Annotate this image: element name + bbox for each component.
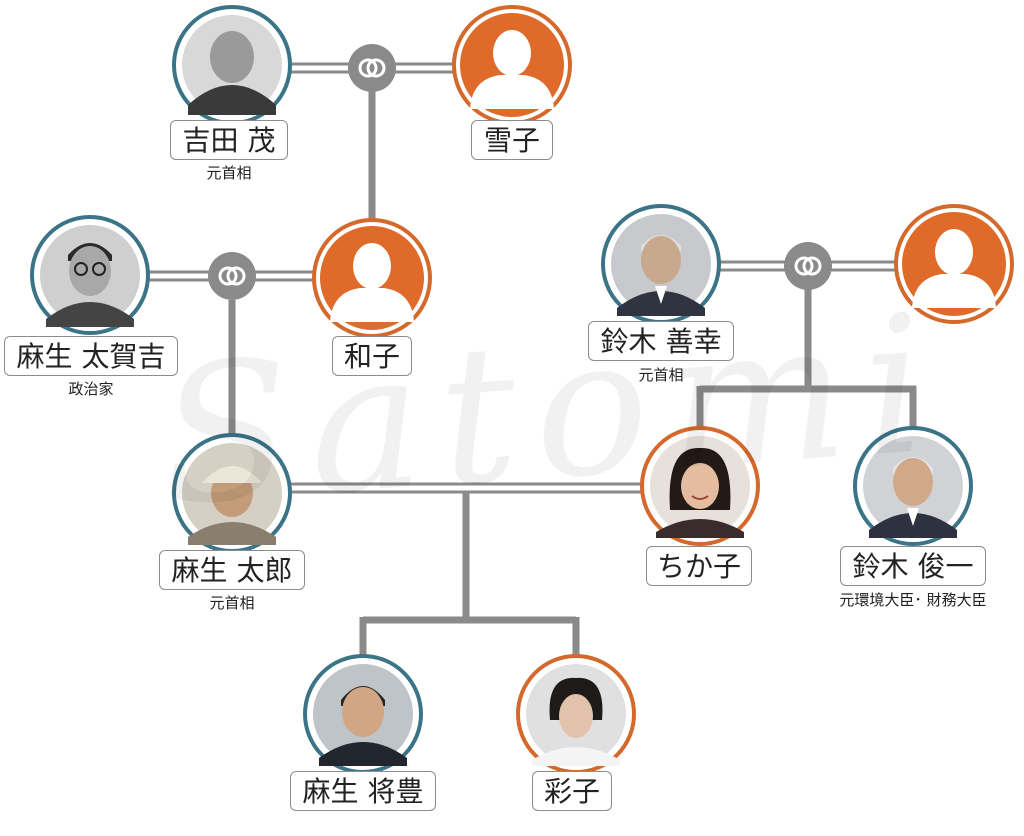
name-chikako: ちか子 bbox=[646, 546, 752, 586]
caption-aso-takakichi: 政治家 bbox=[68, 380, 114, 398]
portrait-aso-shoho bbox=[303, 654, 423, 774]
marriage-line-taro-chikako bbox=[288, 482, 645, 494]
elderly-man-icon bbox=[188, 31, 276, 115]
marriage-node-aso bbox=[208, 252, 256, 300]
name-yukiko: 雪子 bbox=[471, 120, 553, 160]
caption-suzuki-zenko: 元首相 bbox=[638, 366, 684, 384]
portrait-ayako bbox=[516, 654, 636, 774]
portrait-suzuki-zenko bbox=[601, 204, 721, 324]
female-silhouette-icon bbox=[470, 30, 554, 109]
portrait-aso-taro bbox=[172, 433, 292, 553]
young-man-icon bbox=[319, 686, 407, 766]
name-kazuko: 和子 bbox=[332, 336, 412, 376]
portrait-yukiko bbox=[452, 5, 572, 125]
name-suzuki-zenko: 鈴木 善幸 bbox=[588, 321, 734, 361]
caption-suzuki-shunichi: 元環境大臣･ 財務大臣 bbox=[839, 591, 987, 609]
portrait-yoshida bbox=[172, 5, 292, 125]
name-aso-taro: 麻生 太郎 bbox=[159, 550, 305, 590]
name-suzuki-shunichi: 鈴木 俊一 bbox=[840, 546, 986, 586]
portrait-suzuki-wife bbox=[894, 204, 1014, 324]
man-in-cap-icon bbox=[188, 466, 276, 545]
name-yoshida: 吉田 茂 bbox=[170, 120, 288, 160]
marriage-node-yoshida bbox=[348, 44, 396, 92]
caption-aso-taro: 元首相 bbox=[209, 594, 255, 612]
caption-yoshida: 元首相 bbox=[206, 164, 252, 182]
young-woman-icon bbox=[532, 677, 620, 766]
portrait-chikako bbox=[640, 426, 760, 546]
marriage-node-suzuki bbox=[784, 242, 832, 290]
female-silhouette-icon bbox=[330, 243, 414, 322]
man-with-glasses-icon bbox=[46, 243, 134, 327]
portrait-suzuki-shunichi bbox=[853, 426, 973, 546]
portrait-kazuko bbox=[312, 218, 432, 338]
man-in-suit-icon bbox=[617, 235, 705, 316]
portrait-aso-takakichi bbox=[30, 215, 150, 335]
name-ayako: 彩子 bbox=[532, 771, 612, 811]
smiling-woman-icon bbox=[656, 447, 744, 538]
female-silhouette-icon bbox=[912, 229, 996, 308]
name-aso-takakichi: 麻生 太賀吉 bbox=[4, 336, 178, 376]
man-in-suit-icon bbox=[869, 457, 957, 538]
name-aso-shoho: 麻生 将豊 bbox=[290, 771, 436, 811]
